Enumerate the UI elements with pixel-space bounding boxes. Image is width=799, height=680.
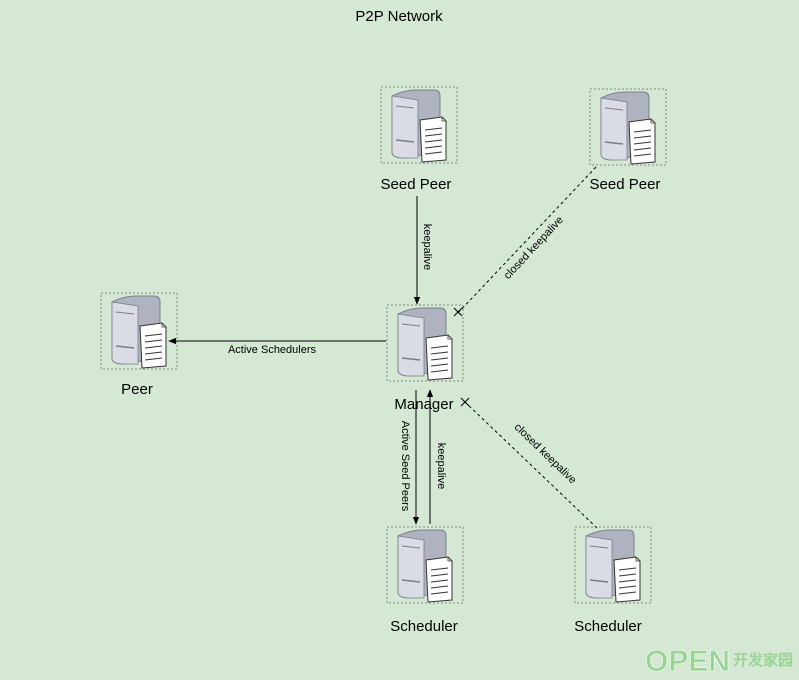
node-peer: Peer [100, 292, 178, 398]
server-icon [589, 88, 667, 166]
node-label: Manager [394, 396, 453, 413]
server-icon [574, 526, 652, 604]
edge-manager-scheduler1: Active Seed Peers [399, 390, 420, 525]
closed-x-icon [460, 397, 470, 407]
watermark-logo: OPEN 开发家园 [645, 645, 793, 679]
server-icon [380, 86, 458, 164]
watermark-subtext: 开发家园 [733, 651, 793, 669]
server-icon [386, 526, 464, 604]
edge-scheduler2-manager: closed keepalive [460, 397, 598, 529]
node-scheduler-1: Scheduler [386, 526, 464, 635]
edge-label-seed2-manager: closed keepalive [502, 214, 566, 282]
node-scheduler-2: Scheduler [574, 526, 652, 635]
node-seed-peer-1: Seed Peer [380, 86, 458, 193]
closed-x-icon [453, 307, 463, 317]
node-seed-peer-2: Seed Peer [589, 88, 667, 193]
edge-label-manager-peer: Active Schedulers [228, 344, 317, 356]
node-label: Seed Peer [590, 176, 661, 193]
watermark-text: OPEN [645, 645, 730, 678]
node-label: Scheduler [390, 618, 458, 635]
node-manager: Manager [386, 304, 464, 413]
server-icon [100, 292, 178, 370]
edge-scheduler1-manager: keepalive [426, 389, 447, 524]
edge-seed2-manager: closed keepalive [453, 166, 597, 317]
server-icon [386, 304, 464, 382]
edge-label-scheduler2-manager: closed keepalive [512, 421, 579, 486]
node-label: Scheduler [574, 618, 642, 635]
edge-label-manager-scheduler1: Active Seed Peers [399, 421, 411, 512]
edge-label-scheduler1-manager: keepalive [435, 443, 447, 489]
edge-manager-peer: Active Schedulers [168, 337, 386, 356]
node-label: Peer [121, 381, 153, 398]
edge-label-seed1-manager: keepalive [421, 224, 433, 270]
diagram-title: P2P Network [355, 8, 443, 25]
node-label: Seed Peer [381, 176, 452, 193]
edge-seed1-manager: keepalive [413, 196, 433, 305]
